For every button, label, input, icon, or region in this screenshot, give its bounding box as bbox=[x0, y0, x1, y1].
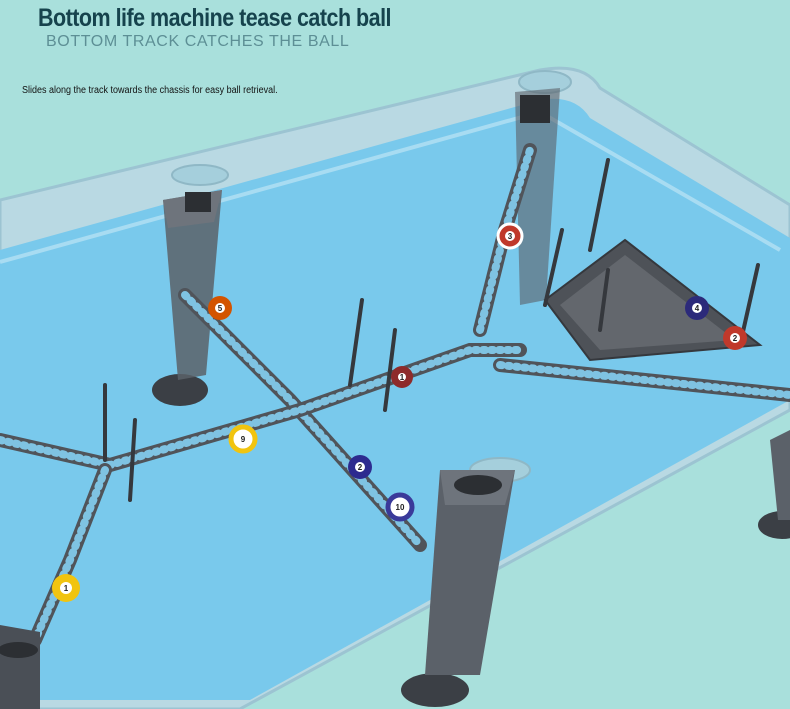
page-title: Bottom life machine tease catch ball bbox=[38, 4, 392, 32]
svg-text:2: 2 bbox=[358, 463, 363, 472]
leg-top-right bbox=[515, 88, 560, 305]
billiard-balls: 3 5 4 2 1 9 2 bbox=[52, 222, 747, 602]
svg-text:5: 5 bbox=[218, 304, 223, 313]
ball-1-yellow: 1 bbox=[52, 574, 80, 602]
ball-9: 9 bbox=[228, 424, 258, 454]
feature-description: Slides along the track towards the chass… bbox=[22, 85, 278, 96]
ball-1-maroon: 1 bbox=[391, 366, 413, 388]
leg-top-left bbox=[152, 190, 222, 406]
page-subtitle: BOTTOM TRACK CATCHES THE BALL bbox=[46, 33, 350, 50]
pocket-rim-top-left bbox=[171, 164, 229, 186]
ball-2-red: 2 bbox=[723, 326, 747, 350]
ball-2-blue: 2 bbox=[348, 455, 372, 479]
ball-3: 3 bbox=[496, 222, 524, 250]
svg-text:2: 2 bbox=[733, 334, 738, 343]
ball-5: 5 bbox=[208, 296, 232, 320]
svg-text:1: 1 bbox=[64, 584, 69, 593]
leg-right bbox=[758, 430, 790, 539]
svg-text:4: 4 bbox=[695, 304, 700, 313]
ball-10: 10 bbox=[385, 492, 415, 522]
ball-4: 4 bbox=[685, 296, 709, 320]
svg-text:3: 3 bbox=[508, 232, 513, 241]
svg-text:10: 10 bbox=[396, 503, 405, 512]
leg-bottom-front bbox=[401, 470, 515, 707]
leg-bottom-left bbox=[0, 625, 40, 709]
svg-text:9: 9 bbox=[241, 435, 246, 444]
svg-text:1: 1 bbox=[400, 373, 405, 382]
